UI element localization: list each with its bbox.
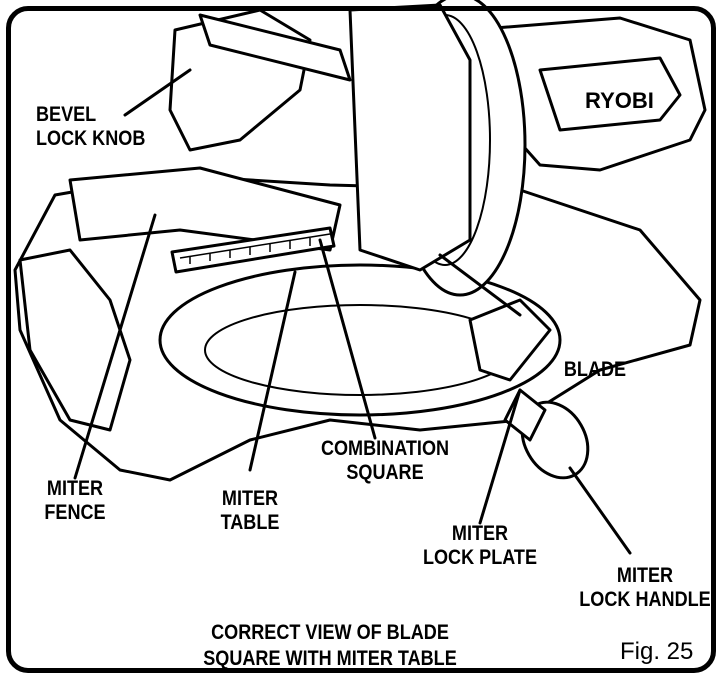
label-miter-lock-handle: MITER LOCK HANDLE xyxy=(579,564,711,611)
label-blade: BLADE xyxy=(563,358,627,381)
combination-square-shape xyxy=(170,226,336,274)
figure-number: Fig. 25 xyxy=(620,638,694,665)
brand-logo: RYOBI xyxy=(585,88,654,113)
label-combination-square: COMBINATION SQUARE xyxy=(320,437,450,484)
miter-fence-shape xyxy=(68,166,342,252)
miter-table-shape xyxy=(158,263,562,417)
label-bevel-lock-knob: BEVEL LOCK KNOB xyxy=(36,103,146,150)
label-miter-lock-plate: MITER LOCK PLATE xyxy=(422,522,538,569)
label-miter-table: MITER TABLE xyxy=(220,487,280,534)
figure-caption: CORRECT VIEW OF BLADE SQUARE WITH MITER … xyxy=(203,621,457,670)
figure-frame xyxy=(6,6,716,673)
label-miter-fence: MITER FENCE xyxy=(44,477,106,524)
leader-lines xyxy=(73,68,632,555)
